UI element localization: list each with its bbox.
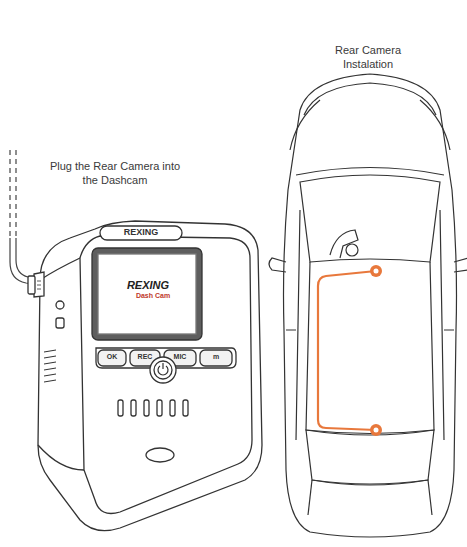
rear-camera-cable [10, 150, 34, 284]
dashcam [28, 221, 262, 531]
camera-cable-route [318, 265, 382, 436]
screen-subtitle: Dash Cam [118, 292, 188, 301]
logo-label: REXING [100, 227, 182, 238]
button-label: OK [98, 353, 126, 362]
button-label: m [200, 353, 232, 362]
title-label: Rear Camera Instalation [318, 44, 418, 72]
instruction-label: Plug the Rear Camera into the Dashcam [45, 160, 185, 188]
button-label: REC [130, 353, 160, 362]
screen-logo: REXING [108, 279, 188, 293]
button-label: MIC [164, 353, 196, 362]
car-top-view [269, 74, 467, 537]
